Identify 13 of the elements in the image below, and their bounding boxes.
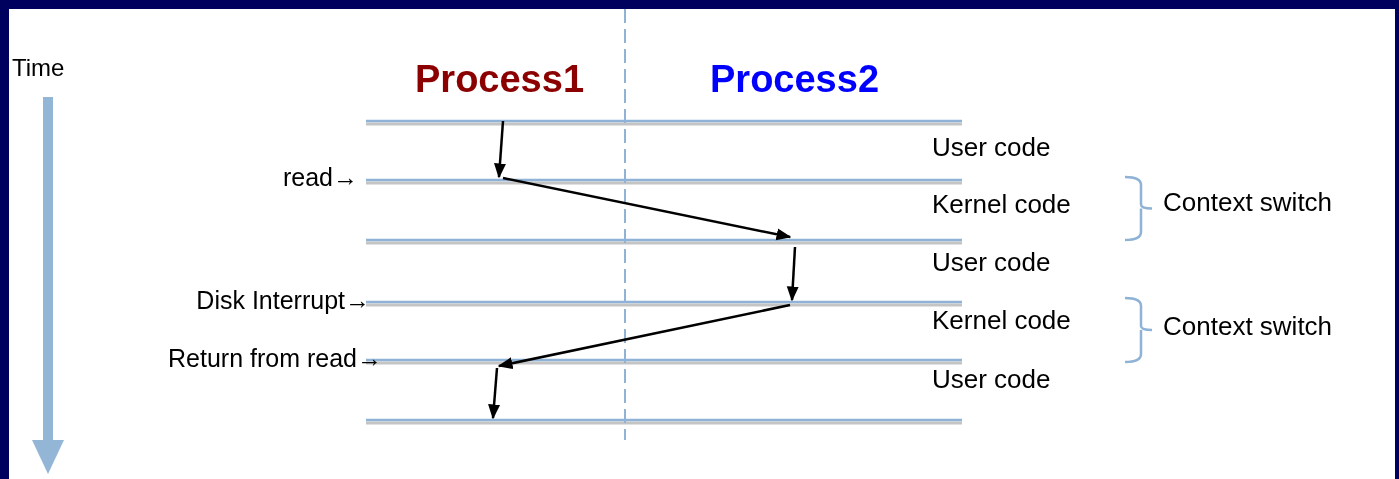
event-label: Disk Interrupt→ (196, 288, 370, 313)
segment-label: User code (932, 249, 1051, 275)
segment-label: User code (932, 134, 1051, 160)
bracket-label: Context switch (1163, 189, 1333, 215)
event-label: Return from read→ (168, 346, 382, 371)
bracket-label: Context switch (1163, 313, 1333, 339)
segment-label: User code (932, 366, 1051, 392)
event-label: read→ (282, 165, 358, 190)
column-heading: Process2 (710, 60, 879, 98)
column-heading: Process1 (415, 60, 584, 98)
segment-label: Kernel code (932, 191, 1071, 217)
segment-label: Kernel code (932, 307, 1071, 333)
axis-label: Time (12, 56, 65, 80)
